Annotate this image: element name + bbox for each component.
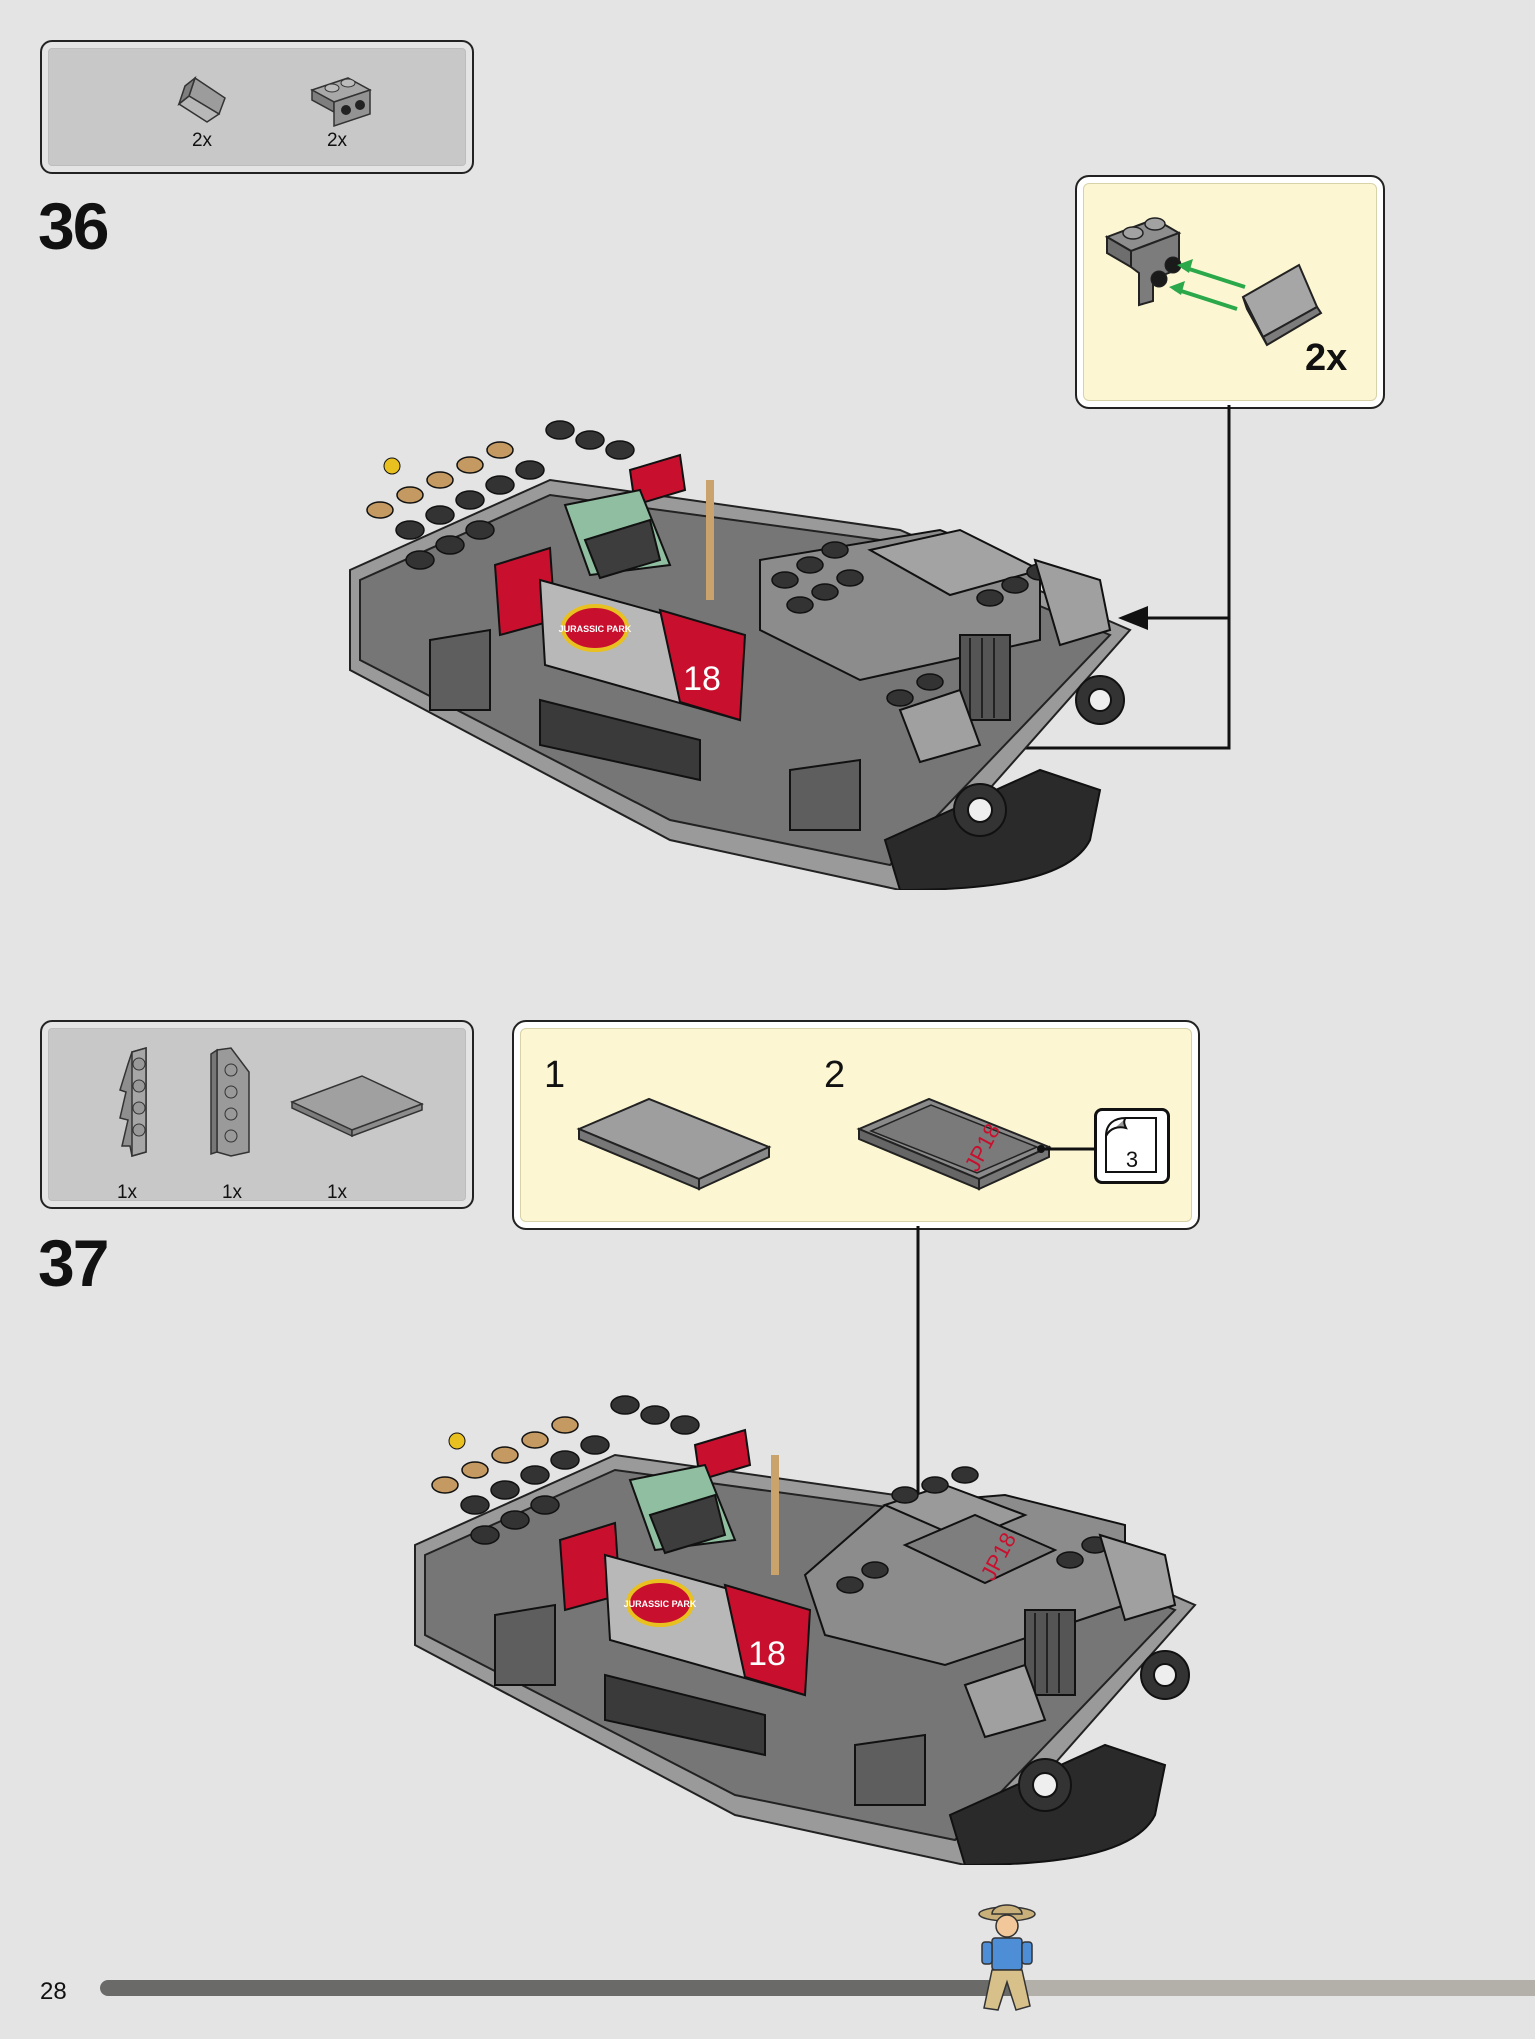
- slope-brick-icon: [1241, 263, 1319, 339]
- explorer-minifigure-icon: [978, 1904, 1036, 2011]
- progress-bar-fill: [100, 1980, 1019, 1996]
- jurassic-park-logo-icon: [626, 1579, 694, 1627]
- part-qty: 1x: [326, 1182, 348, 1203]
- step-number-36: 36: [38, 189, 109, 263]
- sticker-badge: 3: [1094, 1108, 1170, 1184]
- tile-2x4-icon: [290, 1075, 424, 1138]
- sticker-peel-icon: [1105, 1117, 1157, 1173]
- vehicle-number: 18: [748, 1635, 786, 1673]
- model-assembly-36: JURASSIC PARK 18: [349, 420, 1132, 890]
- wedge-plate-left-icon: [119, 1047, 147, 1157]
- vehicle-number: 18: [683, 660, 721, 698]
- subassembly-diagram: [1104, 217, 1323, 347]
- progress-bar: [100, 1980, 1535, 1996]
- wedge-plate-right-icon: [210, 1047, 250, 1157]
- part-qty: 1x: [116, 1182, 138, 1203]
- parts-list-step-36: 2x 2x: [40, 40, 474, 174]
- jurassic-park-logo-text: JURASSIC PARK: [624, 1599, 697, 1609]
- callout-step-37: 1 2 JP18 3: [512, 1020, 1200, 1230]
- part-wedge-right: 1x: [187, 1042, 277, 1203]
- part-qty: 1x: [221, 1182, 243, 1203]
- step-number-37: 37: [38, 1226, 109, 1300]
- jurassic-park-logo-text: JURASSIC PARK: [559, 624, 632, 634]
- part-slope-brick: 2x: [147, 70, 257, 160]
- callout-count: 2x: [1305, 337, 1348, 379]
- substep-2-tile-with-sticker: JP18: [856, 1097, 1052, 1191]
- callout-step-36: 2x: [1075, 175, 1385, 409]
- bracket-plate-icon: [310, 77, 372, 128]
- part-qty: 2x: [326, 130, 348, 151]
- jurassic-park-logo-icon: [561, 604, 629, 652]
- substep-1-label: 1: [544, 1054, 566, 1096]
- slope-brick-icon: [177, 75, 226, 123]
- sticker-number: 3: [1125, 1147, 1139, 1172]
- page-number: 28: [40, 1978, 67, 2005]
- substep-2-label: 2: [824, 1054, 846, 1096]
- model-assembly-37: JURASSIC PARK 18 JP18: [414, 1395, 1197, 1865]
- hood-tile-with-sticker: [902, 1513, 1058, 1585]
- part-qty: 2x: [191, 130, 213, 151]
- substep-1-tile: [576, 1097, 772, 1191]
- part-wedge-left: 1x: [82, 1042, 172, 1203]
- part-tile: 1x: [282, 1062, 432, 1203]
- parts-list-step-37: 1x 1x 1x: [40, 1020, 474, 1209]
- part-bracket-plate: 2x: [282, 70, 392, 160]
